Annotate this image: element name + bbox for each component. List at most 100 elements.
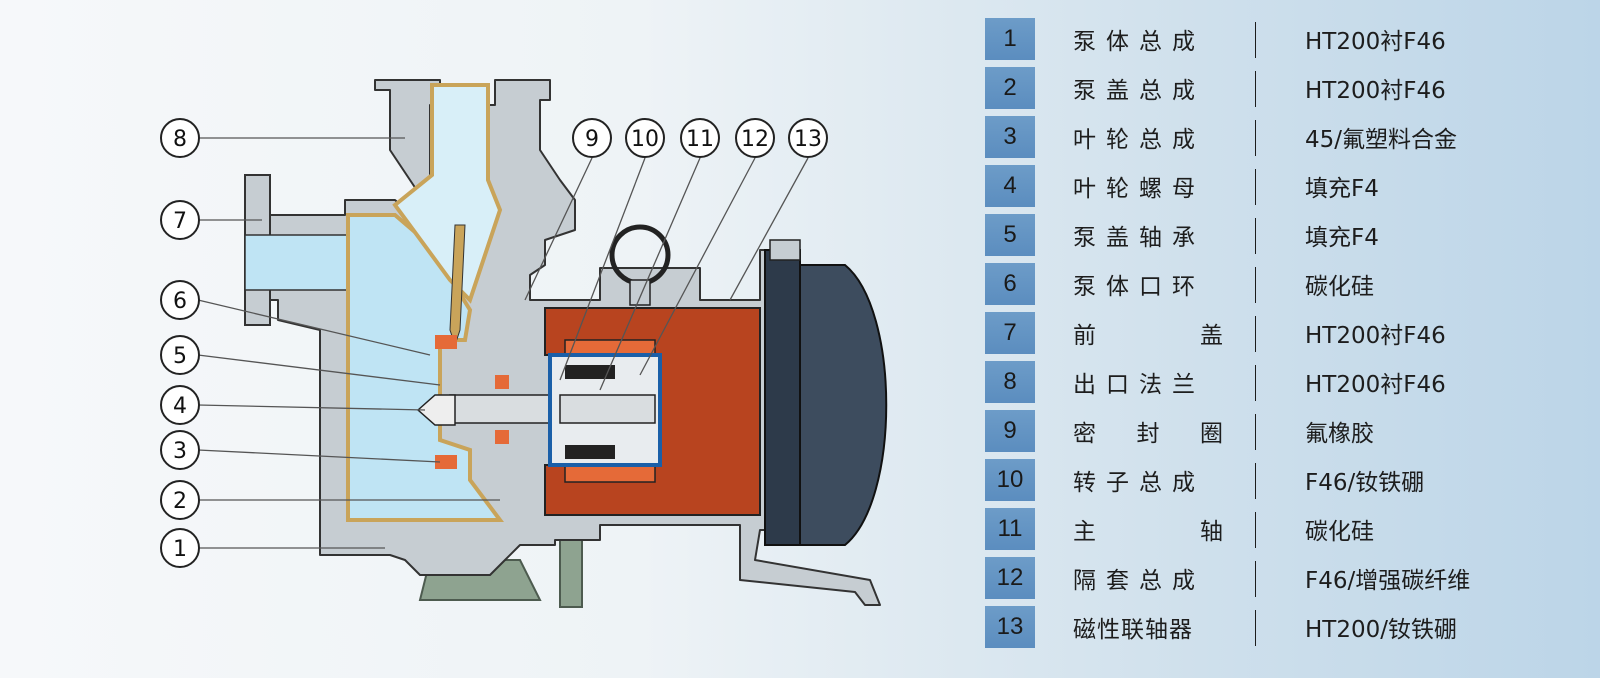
part-row-4: 4 叶轮螺母 填充F4 bbox=[985, 165, 1585, 209]
column-divider bbox=[1255, 169, 1256, 205]
part-material: HT200衬F46 bbox=[1305, 29, 1446, 55]
callout-7: 7 bbox=[160, 200, 200, 240]
svg-text:4: 4 bbox=[173, 394, 187, 419]
part-material: HT200/钕铁硼 bbox=[1305, 617, 1457, 643]
column-divider bbox=[1255, 120, 1256, 156]
part-row-9: 9 密 封 圈 氟橡胶 bbox=[985, 410, 1585, 454]
part-number: 11 bbox=[985, 508, 1035, 550]
part-name-char: 封 bbox=[1136, 421, 1160, 447]
part-number: 5 bbox=[985, 214, 1035, 256]
part-material: HT200衬F46 bbox=[1305, 323, 1446, 349]
part-name: 前 盖 bbox=[1073, 312, 1223, 354]
outlet-fluid bbox=[392, 83, 503, 304]
part-number: 6 bbox=[985, 263, 1035, 305]
part-material: 填充F4 bbox=[1305, 225, 1379, 251]
column-divider bbox=[1255, 463, 1256, 499]
column-divider bbox=[1255, 218, 1256, 254]
part-name: 隔套总成 bbox=[1073, 568, 1205, 594]
svg-text:1: 1 bbox=[173, 537, 187, 562]
part-row-11: 11 主 轴 碳化硅 bbox=[985, 508, 1585, 552]
part-name-char: 主 bbox=[1073, 519, 1096, 545]
callout-12: 12 bbox=[735, 118, 775, 158]
part-row-3: 3 叶轮总成 45/氟塑料合金 bbox=[985, 116, 1585, 160]
part-material: 45/氟塑料合金 bbox=[1305, 127, 1458, 153]
column-divider bbox=[1255, 267, 1256, 303]
part-name: 主 轴 bbox=[1073, 508, 1223, 550]
inlet-fluid bbox=[244, 234, 356, 291]
part-material: 碳化硅 bbox=[1305, 274, 1374, 300]
part-row-10: 10 转子总成 F46/钕铁硼 bbox=[985, 459, 1585, 503]
part-row-6: 6 泵体口环 碳化硅 bbox=[985, 263, 1585, 307]
svg-text:13: 13 bbox=[794, 127, 822, 152]
leader-lines bbox=[197, 137, 809, 549]
inner-rotor-bottom bbox=[565, 445, 615, 459]
part-number: 8 bbox=[985, 361, 1035, 403]
part-number: 1 bbox=[985, 18, 1035, 60]
inner-rotor-top bbox=[565, 365, 615, 379]
svg-text:5: 5 bbox=[173, 344, 187, 369]
part-name-char: 前 bbox=[1073, 323, 1096, 349]
part-material: 碳化硅 bbox=[1305, 519, 1374, 545]
svg-text:10: 10 bbox=[631, 127, 659, 152]
lifting-eye-stem bbox=[629, 279, 651, 306]
part-number: 12 bbox=[985, 557, 1035, 599]
part-name: 出口法兰 bbox=[1073, 372, 1205, 398]
callout-3: 3 bbox=[160, 430, 200, 470]
part-material: F46/钕铁硼 bbox=[1305, 470, 1425, 496]
svg-text:9: 9 bbox=[585, 127, 599, 152]
svg-text:6: 6 bbox=[173, 289, 187, 314]
part-name: 密 封 圈 bbox=[1073, 410, 1223, 452]
part-name-char: 圈 bbox=[1200, 421, 1223, 447]
callout-10: 10 bbox=[625, 118, 665, 158]
column-divider bbox=[1255, 22, 1256, 58]
motor-bracket bbox=[769, 239, 801, 261]
column-divider bbox=[1255, 561, 1256, 597]
part-number: 3 bbox=[985, 116, 1035, 158]
pump-cross-section: 8 7 6 5 4 3 2 1 9 10 11 12 13 bbox=[160, 79, 888, 608]
part-material: 填充F4 bbox=[1305, 176, 1379, 202]
part-row-8: 8 出口法兰 HT200衬F46 bbox=[985, 361, 1585, 405]
svg-text:7: 7 bbox=[173, 209, 187, 234]
part-row-12: 12 隔套总成 F46/增强碳纤维 bbox=[985, 557, 1585, 601]
part-name-char: 盖 bbox=[1200, 323, 1223, 349]
shaft-inner bbox=[559, 394, 656, 424]
part-name: 叶轮螺母 bbox=[1073, 176, 1205, 202]
part-material: HT200衬F46 bbox=[1305, 372, 1446, 398]
motor-housing bbox=[799, 264, 888, 546]
part-number: 4 bbox=[985, 165, 1035, 207]
column-divider bbox=[1255, 365, 1256, 401]
bearing-bottom bbox=[495, 430, 509, 444]
svg-text:11: 11 bbox=[686, 127, 714, 152]
part-material: HT200衬F46 bbox=[1305, 78, 1446, 104]
svg-text:2: 2 bbox=[173, 489, 187, 514]
motor-end-plate bbox=[764, 249, 801, 546]
callout-6: 6 bbox=[160, 280, 200, 320]
support-post bbox=[559, 534, 583, 608]
part-name: 泵体总成 bbox=[1073, 29, 1205, 55]
part-number: 9 bbox=[985, 410, 1035, 452]
part-name: 泵体口环 bbox=[1073, 274, 1205, 300]
impeller-nut bbox=[416, 394, 456, 426]
seal-ring-b bbox=[435, 455, 457, 469]
part-material: F46/增强碳纤维 bbox=[1305, 568, 1471, 594]
part-name: 泵盖总成 bbox=[1073, 78, 1205, 104]
part-number: 2 bbox=[985, 67, 1035, 109]
part-name: 磁性联轴器 bbox=[1073, 617, 1193, 643]
part-name: 叶轮总成 bbox=[1073, 127, 1205, 153]
callout-11: 11 bbox=[680, 118, 720, 158]
bearing-top bbox=[495, 375, 509, 389]
impeller-blade bbox=[449, 224, 466, 347]
part-row-7: 7 前 盖 HT200衬F46 bbox=[985, 312, 1585, 356]
part-number: 13 bbox=[985, 606, 1035, 648]
column-divider bbox=[1255, 316, 1256, 352]
part-number: 10 bbox=[985, 459, 1035, 501]
column-divider bbox=[1255, 414, 1256, 450]
callout-9: 9 bbox=[572, 118, 612, 158]
column-divider bbox=[1255, 512, 1256, 548]
seal-ring-a bbox=[435, 335, 457, 349]
callout-1: 1 bbox=[160, 528, 200, 568]
part-name: 泵盖轴承 bbox=[1073, 225, 1205, 251]
callout-5: 5 bbox=[160, 335, 200, 375]
svg-text:8: 8 bbox=[173, 127, 187, 152]
